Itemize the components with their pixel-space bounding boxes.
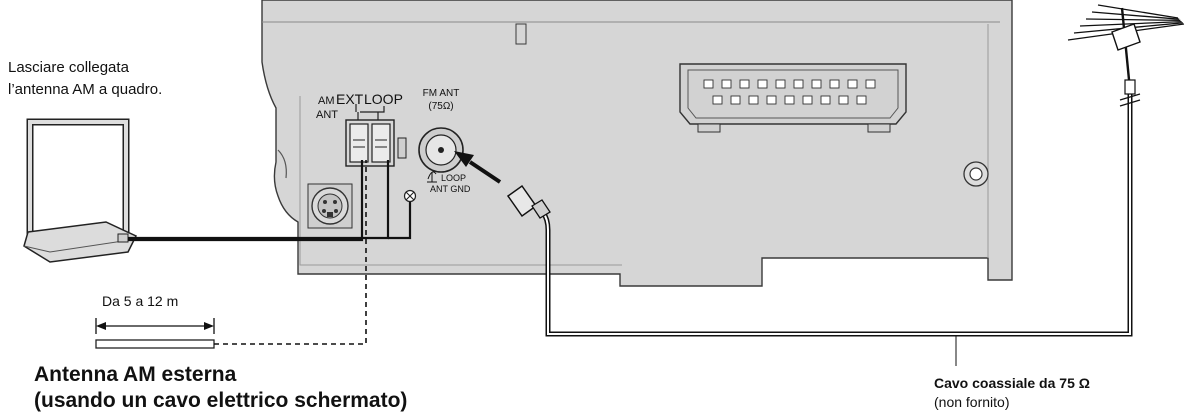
fm-antenna-socket bbox=[418, 127, 464, 173]
screw-hole bbox=[963, 161, 989, 187]
external-antenna-title-1: Antenna AM esterna bbox=[34, 363, 237, 386]
loop-gnd-label-2: ANT GND bbox=[430, 184, 471, 194]
scart-pin bbox=[793, 79, 804, 89]
antenna-element bbox=[1097, 4, 1179, 19]
scart-pin bbox=[712, 95, 723, 105]
scart-pin bbox=[739, 79, 750, 89]
loop-label: LOOP bbox=[364, 91, 403, 107]
scart-pin bbox=[721, 79, 732, 89]
coaxial-cable bbox=[506, 92, 1133, 337]
note-line-2: l’antenna AM a quadro. bbox=[8, 81, 163, 98]
scart-pin bbox=[757, 79, 768, 89]
loop-gnd-label-1: LOOP bbox=[441, 173, 466, 183]
round-av-connector bbox=[307, 183, 353, 229]
am-antenna-terminals bbox=[345, 104, 407, 167]
scart-pin bbox=[811, 79, 822, 89]
am-ant-label-1: AM bbox=[318, 95, 335, 107]
scart-pin bbox=[838, 95, 849, 105]
antenna-element bbox=[1091, 11, 1180, 20]
scart-pins bbox=[703, 79, 876, 105]
scart-pin bbox=[730, 95, 741, 105]
connection-arrow bbox=[454, 151, 502, 184]
coax-cable-label: Cavo coassiale da 75 Ω bbox=[934, 375, 1090, 391]
scart-connector bbox=[679, 63, 907, 133]
scart-pin bbox=[865, 79, 876, 89]
scart-pin bbox=[829, 79, 840, 89]
distance-label: Da 5 a 12 m bbox=[102, 293, 178, 309]
ground-screw bbox=[403, 189, 417, 203]
antenna-element bbox=[1079, 20, 1182, 27]
ext-label: EXT bbox=[336, 91, 364, 107]
scart-pin bbox=[703, 79, 714, 89]
scart-pin bbox=[775, 79, 786, 89]
antenna-element bbox=[1085, 18, 1181, 22]
fm-outdoor-antenna bbox=[1067, 4, 1185, 107]
am-ant-label-2: ANT bbox=[316, 109, 338, 121]
scart-pin bbox=[748, 95, 759, 105]
am-loop-wires bbox=[128, 160, 412, 242]
external-am-wire bbox=[95, 160, 367, 349]
scart-pin bbox=[856, 95, 867, 105]
note-line-1: Lasciare collegata bbox=[8, 59, 129, 76]
scart-pin bbox=[802, 95, 813, 105]
scart-pin bbox=[766, 95, 777, 105]
am-loop-antenna bbox=[23, 118, 138, 263]
fm-ant-label-2: (75Ω) bbox=[428, 101, 453, 112]
coax-cable-note: (non fornito) bbox=[934, 394, 1010, 410]
fm-ant-label-1: FM ANT bbox=[423, 88, 460, 99]
scart-pin bbox=[820, 95, 831, 105]
ground-symbol-icon bbox=[427, 171, 437, 183]
distance-dimension bbox=[95, 318, 215, 334]
scart-pin bbox=[784, 95, 795, 105]
external-antenna-title-2: (usando un cavo elettrico schermato) bbox=[34, 389, 408, 412]
scart-pin bbox=[847, 79, 858, 89]
